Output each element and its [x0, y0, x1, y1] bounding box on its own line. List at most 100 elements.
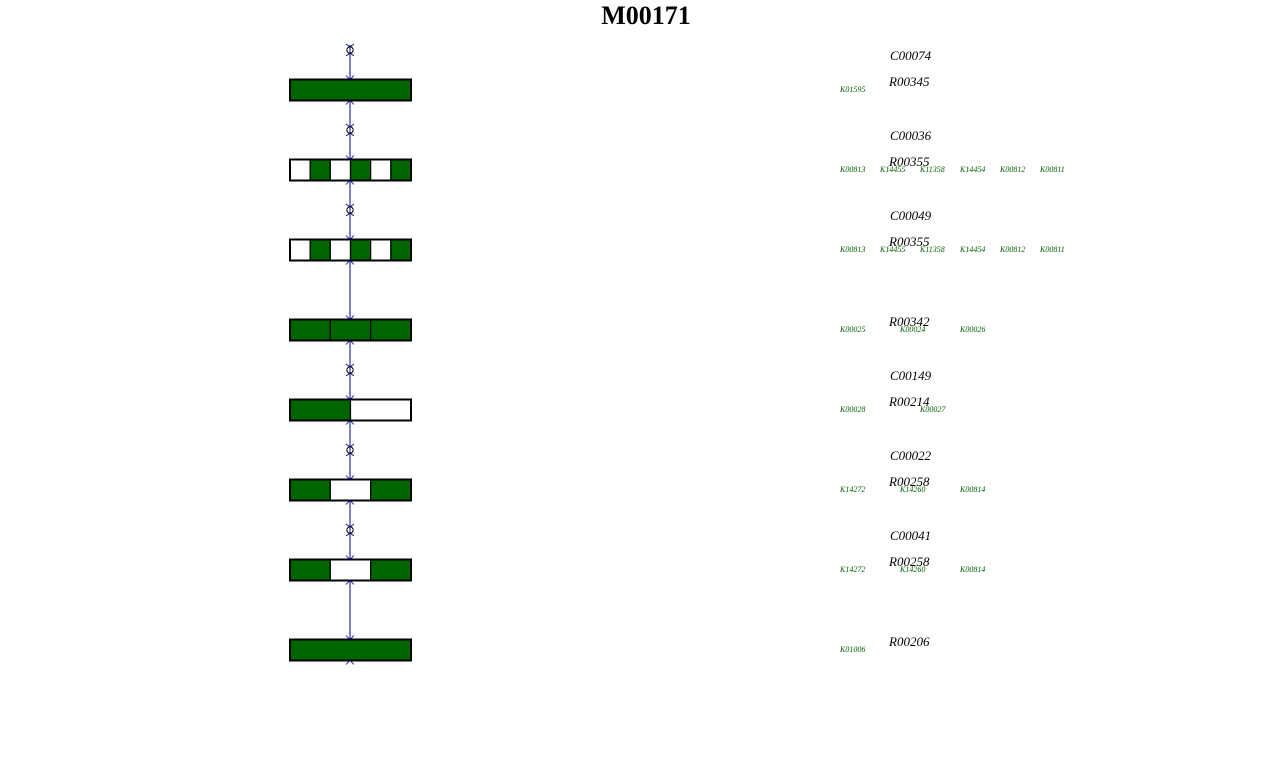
- arrow-out-icon: [345, 499, 355, 505]
- ko-segment[interactable]: [289, 638, 412, 662]
- ko-label[interactable]: K14260: [899, 485, 925, 494]
- ko-label[interactable]: K00812: [999, 245, 1025, 254]
- arrow-in-icon: [345, 155, 355, 161]
- ko-label[interactable]: K11358: [919, 245, 945, 254]
- compound-label[interactable]: C00074: [890, 48, 932, 63]
- ko-label[interactable]: K00811: [1039, 245, 1065, 254]
- ko-label[interactable]: K01006: [839, 645, 865, 654]
- ko-segment[interactable]: [370, 478, 412, 502]
- compound-node-icon[interactable]: [345, 203, 355, 217]
- ko-label[interactable]: K01595: [839, 85, 865, 94]
- reaction-label[interactable]: R00258: [888, 474, 930, 489]
- ko-segment[interactable]: [289, 238, 311, 262]
- reaction-box[interactable]: [289, 158, 412, 182]
- arrow-out-icon: [345, 339, 355, 345]
- ko-segment[interactable]: [390, 158, 412, 182]
- ko-label[interactable]: K00813: [839, 165, 865, 174]
- reaction-label[interactable]: R00355: [888, 234, 930, 249]
- compound-label[interactable]: C00022: [890, 448, 932, 463]
- ko-label[interactable]: K14454: [959, 245, 985, 254]
- ko-label[interactable]: K00027: [919, 405, 946, 414]
- ko-label[interactable]: K00026: [959, 325, 985, 334]
- reaction-label[interactable]: R00345: [888, 74, 930, 89]
- compound-node-icon[interactable]: [345, 523, 355, 537]
- ko-label[interactable]: K14272: [839, 565, 865, 574]
- compound-node-icon[interactable]: [345, 443, 355, 457]
- ko-label[interactable]: K00814: [959, 565, 985, 574]
- ko-segment[interactable]: [289, 158, 311, 182]
- ko-segment[interactable]: [390, 238, 412, 262]
- ko-label[interactable]: K00025: [839, 325, 865, 334]
- reaction-box[interactable]: [289, 78, 412, 102]
- arrow-in-icon: [345, 555, 355, 561]
- ko-segment[interactable]: [329, 158, 352, 182]
- reaction-label[interactable]: R00206: [888, 634, 930, 649]
- ko-segment[interactable]: [329, 558, 372, 582]
- ko-label[interactable]: K00811: [1039, 165, 1065, 174]
- ko-segment[interactable]: [289, 398, 352, 422]
- ko-label[interactable]: K14455: [879, 245, 905, 254]
- reaction-box[interactable]: [289, 398, 412, 422]
- ko-segment[interactable]: [370, 318, 412, 342]
- ko-segment[interactable]: [309, 238, 331, 262]
- reaction-box[interactable]: [289, 238, 412, 262]
- ko-label[interactable]: K00812: [999, 165, 1025, 174]
- ko-segment[interactable]: [370, 238, 392, 262]
- ko-label[interactable]: K00028: [839, 405, 865, 414]
- ko-label[interactable]: K14455: [879, 165, 905, 174]
- compound-label[interactable]: C00149: [890, 368, 932, 383]
- arrow-in-icon: [345, 395, 355, 401]
- arrow-out-icon: [345, 259, 355, 265]
- compound-node-icon[interactable]: [345, 43, 355, 57]
- ko-label[interactable]: K14272: [839, 485, 865, 494]
- ko-segment[interactable]: [309, 158, 331, 182]
- reaction-label[interactable]: R00214: [888, 394, 930, 409]
- arrow-in-icon: [345, 235, 355, 241]
- reaction-label[interactable]: R00355: [888, 154, 930, 169]
- arrow-in-icon: [345, 315, 355, 321]
- module-title: M00171: [601, 1, 691, 30]
- compound-node-icon[interactable]: [345, 123, 355, 137]
- ko-segment[interactable]: [349, 398, 412, 422]
- ko-label[interactable]: K00814: [959, 485, 985, 494]
- arrow-out-icon: [345, 659, 355, 665]
- ko-segment[interactable]: [289, 78, 412, 102]
- ko-segment[interactable]: [349, 238, 372, 262]
- reaction-box[interactable]: [289, 478, 412, 502]
- reaction-box[interactable]: [289, 318, 412, 342]
- ko-segment[interactable]: [289, 318, 331, 342]
- compound-node-icon[interactable]: [345, 363, 355, 377]
- ko-segment[interactable]: [329, 318, 372, 342]
- ko-segment[interactable]: [370, 558, 412, 582]
- compound-label[interactable]: C00049: [890, 208, 932, 223]
- reaction-label[interactable]: R00258: [888, 554, 930, 569]
- ko-label[interactable]: K11358: [919, 165, 945, 174]
- reaction-box[interactable]: [289, 638, 412, 662]
- ko-segment[interactable]: [289, 558, 331, 582]
- ko-label[interactable]: K00024: [899, 325, 925, 334]
- compound-label[interactable]: C00041: [890, 528, 931, 543]
- ko-segment[interactable]: [329, 478, 372, 502]
- reaction-box[interactable]: [289, 558, 412, 582]
- arrow-in-icon: [345, 75, 355, 81]
- arrow-in-icon: [345, 635, 355, 641]
- ko-segment[interactable]: [349, 158, 372, 182]
- arrow-out-icon: [345, 99, 355, 105]
- compound-label[interactable]: C00036: [890, 128, 932, 143]
- ko-label[interactable]: K14260: [899, 565, 925, 574]
- arrow-out-icon: [345, 419, 355, 425]
- ko-label[interactable]: K00813: [839, 245, 865, 254]
- ko-segment[interactable]: [370, 158, 392, 182]
- ko-label[interactable]: K14454: [959, 165, 985, 174]
- ko-segment[interactable]: [289, 478, 331, 502]
- reaction-label[interactable]: R00342: [888, 314, 930, 329]
- ko-segment[interactable]: [329, 238, 352, 262]
